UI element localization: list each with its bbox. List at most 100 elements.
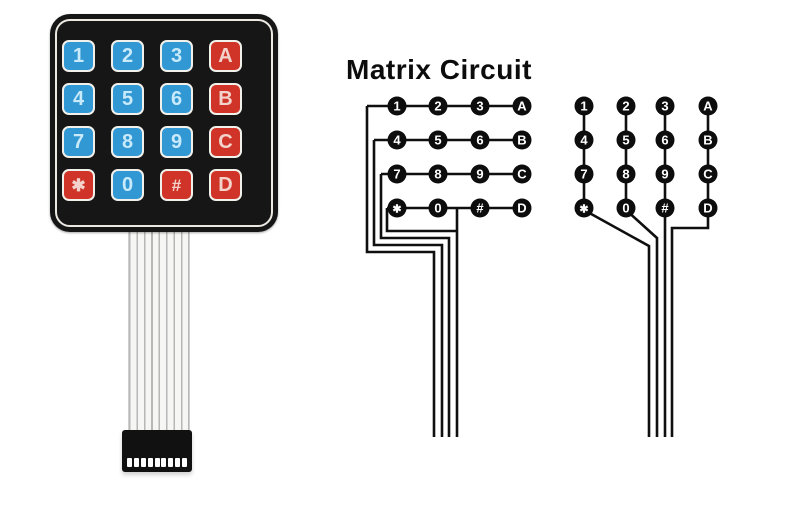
circuit-wire [372,140,444,437]
key-node-label: 8 [622,167,629,182]
key-node-label: 3 [476,99,483,114]
connector-pin [182,458,187,467]
key-node-label: 6 [661,133,668,148]
key-node-0 [428,198,448,218]
key-node-label: # [476,201,484,216]
key-label: D [218,174,233,196]
keypad-key-4: 4 [62,83,95,115]
keypad-key-9: 9 [160,126,193,158]
key-node-label: 7 [580,167,587,182]
key-label: 0 [121,174,134,196]
key-node-label: 9 [661,167,668,182]
key-node-D [512,198,532,218]
keypad-key-3: 3 [160,40,193,72]
keypad-key-B: B [209,83,242,115]
key-label: ✱ [71,175,86,195]
ribbon-connector [122,430,192,472]
key-node-4 [574,130,594,150]
key-node-label: C [517,167,527,182]
connector-pin [175,458,181,467]
key-node-label: A [517,99,527,114]
key-node-label: 4 [580,133,588,148]
key-node-label: D [517,201,526,216]
key-node-label: ✱ [579,204,588,216]
key-node-A [698,96,718,116]
key-label: 1 [72,45,85,67]
key-node-3 [470,96,490,116]
key-node-label: 9 [476,167,483,182]
keypad-key-7: 7 [62,126,95,158]
connector-pin [140,458,146,467]
key-node-2 [616,96,636,116]
keypad-key-5: 5 [111,83,144,115]
circuit-wire [583,208,651,437]
keypad-key-8: 8 [111,126,144,158]
key-node-label: C [703,167,713,182]
key-node-label: 0 [622,201,629,216]
keypad-key-0: 0 [111,169,144,201]
key-node-7 [387,164,407,184]
circuit-wire [365,106,436,437]
keypad-key-C: C [209,126,242,158]
key-node-label: 7 [393,167,400,182]
key-label: 2 [121,45,134,67]
key-node-8 [616,164,636,184]
key-node-label: 5 [434,133,441,148]
key-node-5 [616,130,636,150]
key-label: 6 [170,88,183,110]
key-node-7 [574,164,594,184]
key-node-C [512,164,532,184]
key-node-✱ [387,198,407,218]
key-node-1 [574,96,594,116]
circuit-wire [379,174,451,437]
key-node-label: 8 [434,167,441,182]
key-label: 9 [170,131,183,153]
key-node-label: 6 [476,133,483,148]
key-node-6 [470,130,490,150]
key-node-A [512,96,532,116]
circuit-wire [625,209,659,437]
key-node-0 [616,198,636,218]
keypad-key-D: D [209,169,242,201]
key-node-C [698,164,718,184]
key-node-label: 2 [434,99,441,114]
key-node-9 [470,164,490,184]
connector-pin [161,458,167,467]
keypad-key-A: A [209,40,242,72]
key-node-2 [428,96,448,116]
connector-pin [133,458,139,467]
key-node-label: # [661,201,669,216]
key-node-label: A [703,99,713,114]
key-node-B [512,130,532,150]
key-node-# [470,198,490,218]
key-node-label: 1 [580,99,587,114]
diagram-title: Matrix Circuit [346,54,532,85]
keypad-key-#: # [160,169,193,201]
key-node-3 [655,96,675,116]
key-node-4 [387,130,407,150]
key-node-label: 0 [434,201,441,216]
connector-pin [168,458,174,467]
key-node-# [655,198,675,218]
key-node-B [698,130,718,150]
circuit-wire [385,208,457,233]
key-node-label: B [703,133,712,148]
key-node-label: 5 [622,133,629,148]
circuit-wire [670,210,710,437]
key-node-label: D [703,201,712,216]
key-node-label: 3 [661,99,668,114]
keypad-key-1: 1 [62,40,95,72]
connector-pin [147,458,153,467]
key-node-1 [387,96,407,116]
connector-pin [154,458,160,467]
key-label: # [171,175,182,195]
key-node-label: ✱ [392,204,401,216]
keypad-key-6: 6 [160,83,193,115]
key-node-9 [655,164,675,184]
key-label: 7 [72,131,85,153]
key-node-5 [428,130,448,150]
